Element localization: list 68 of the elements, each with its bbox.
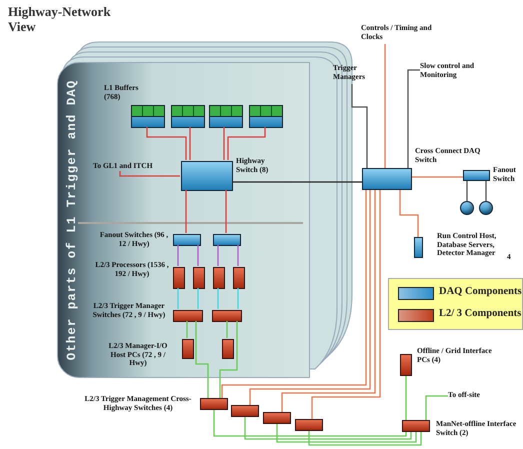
connector-line bbox=[237, 288, 239, 309]
connector-line bbox=[308, 431, 422, 446]
connector-line bbox=[219, 321, 238, 398]
connector-line bbox=[225, 190, 227, 233]
connector-line bbox=[232, 181, 362, 183]
connector-line bbox=[195, 321, 209, 398]
connector-line bbox=[237, 245, 239, 266]
cross-highway-switch bbox=[263, 412, 291, 424]
daq-switch bbox=[362, 168, 412, 190]
panel-title: Other parts of L1 Trigger and DAQ bbox=[65, 78, 79, 362]
connector-line bbox=[197, 288, 199, 309]
fanout-switch bbox=[213, 234, 241, 246]
diagram-title: Highway-Network View bbox=[8, 4, 112, 34]
host-pc bbox=[182, 339, 194, 359]
connector-line bbox=[227, 127, 266, 160]
server-unit bbox=[414, 237, 423, 258]
processor-unit bbox=[213, 267, 225, 289]
connector-line bbox=[221, 190, 367, 398]
l1-buffer bbox=[171, 105, 205, 128]
connector-line bbox=[405, 376, 407, 420]
highway-panel bbox=[57, 62, 310, 378]
highway-switch bbox=[181, 161, 233, 191]
round-device bbox=[479, 201, 493, 215]
connector-line bbox=[384, 44, 386, 168]
connector-line bbox=[276, 424, 417, 443]
connector-line bbox=[186, 321, 188, 338]
interface-switch bbox=[402, 420, 430, 432]
connector-line bbox=[249, 190, 371, 405]
connector-line bbox=[485, 181, 487, 201]
processor-unit bbox=[233, 267, 245, 289]
connector-line bbox=[217, 288, 219, 309]
legend-label: L2/ 3 Components bbox=[439, 307, 522, 320]
connector-line bbox=[311, 190, 381, 419]
connector-line bbox=[223, 127, 225, 160]
connector-line bbox=[185, 190, 187, 233]
legend-label: DAQ Components bbox=[439, 285, 522, 298]
connector-line bbox=[399, 190, 419, 237]
connector-line bbox=[351, 84, 368, 168]
connector-line bbox=[189, 127, 191, 160]
cross-highway-switch bbox=[200, 398, 228, 410]
manager-switch bbox=[212, 310, 242, 322]
cross-highway-switch bbox=[231, 405, 259, 417]
connector-line bbox=[226, 321, 228, 338]
connector-line bbox=[466, 181, 468, 201]
l1-buffer bbox=[249, 105, 283, 128]
connector-line bbox=[281, 190, 376, 412]
connector-line bbox=[213, 410, 407, 437]
connector-line bbox=[146, 127, 187, 160]
round-device bbox=[460, 201, 474, 215]
connector-line bbox=[119, 171, 180, 177]
cross-highway-switch bbox=[295, 419, 323, 431]
fanout-switch bbox=[463, 170, 490, 181]
interface-pc bbox=[400, 354, 412, 376]
manager-switch bbox=[173, 310, 203, 322]
fanout-switch bbox=[173, 234, 201, 246]
l1-buffer bbox=[131, 105, 165, 128]
connector-line bbox=[407, 69, 420, 168]
connector-line bbox=[244, 417, 412, 440]
host-pc bbox=[222, 339, 234, 359]
connector-line bbox=[177, 288, 179, 309]
processor-unit bbox=[193, 267, 205, 289]
connector-line bbox=[425, 395, 448, 420]
processor-unit bbox=[173, 267, 185, 289]
l1-buffer bbox=[209, 105, 243, 128]
connector-line bbox=[197, 245, 199, 266]
connector-line bbox=[177, 245, 179, 266]
connector-line bbox=[412, 176, 463, 178]
connector-line bbox=[217, 245, 219, 266]
